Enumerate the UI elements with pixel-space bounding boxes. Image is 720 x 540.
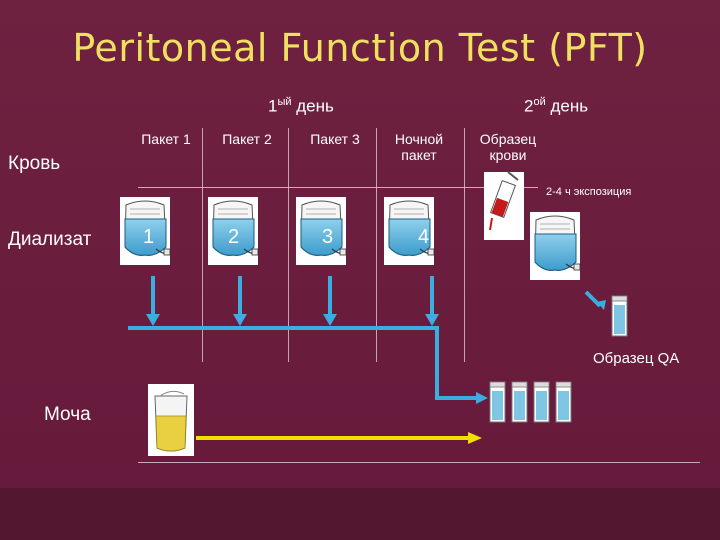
- blood-sample-label: Образец крови: [479, 131, 537, 163]
- bottom-band: [0, 488, 720, 540]
- dialysate-bag-icon: [529, 211, 581, 281]
- qa-sample-label: Образец QA: [593, 350, 680, 367]
- row-label-urine: Моча: [44, 404, 91, 425]
- sample-tube-icon: [489, 381, 506, 423]
- day-2-label: 2ой день: [524, 96, 589, 116]
- row-divider-bottom: [138, 462, 700, 463]
- packet-4-label: Ночной пакет: [394, 131, 444, 163]
- column-divider: [464, 128, 465, 362]
- bag-number: 1: [143, 226, 154, 248]
- day-1-label: 1ый день: [268, 96, 334, 116]
- column-divider: [288, 128, 289, 362]
- qa-sample-tube-icon: [611, 295, 628, 337]
- urine-beaker-icon: [148, 384, 194, 456]
- row-label-blood: Кровь: [8, 153, 61, 174]
- bag-number: 4: [418, 226, 429, 248]
- packet-3-label: Пакет 3: [310, 131, 360, 147]
- sample-tube-icon: [511, 381, 528, 423]
- sample-tube-icon: [533, 381, 550, 423]
- bag-number: 2: [228, 226, 239, 248]
- row-divider-top: [138, 187, 538, 188]
- row-label-dialysate: Диализат: [8, 229, 92, 250]
- column-divider: [202, 128, 203, 362]
- column-divider: [376, 128, 377, 362]
- packet-2-label: Пакет 2: [222, 131, 272, 147]
- sample-tube-icon: [555, 381, 572, 423]
- urine-flow-arrow: [196, 432, 482, 444]
- syringe-icon: [484, 171, 524, 240]
- dialysate-flow-arrows: [128, 276, 602, 400]
- packet-1-label: Пакет 1: [141, 131, 191, 147]
- bag-number: 3: [322, 226, 333, 248]
- slide-title: Peritoneal Function Test (PFT): [72, 26, 648, 70]
- dialysate-bag-icon: [295, 196, 347, 266]
- exposure-label: 2-4 ч экспозиция: [546, 186, 632, 198]
- arrow-heads: [146, 300, 606, 404]
